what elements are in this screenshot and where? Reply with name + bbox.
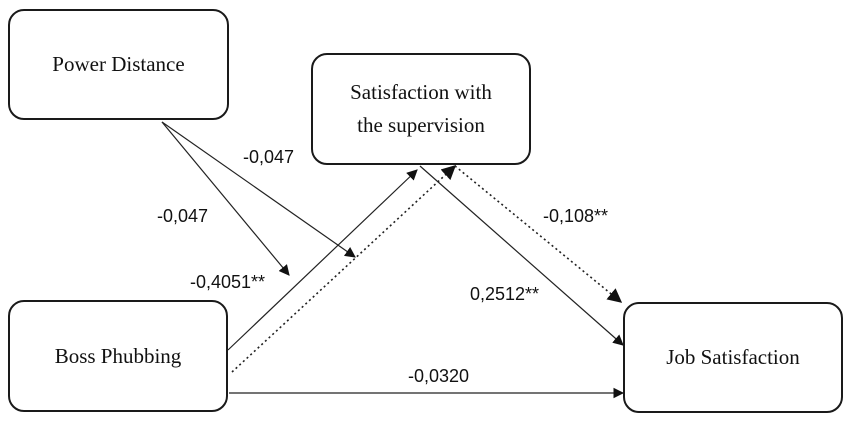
node-job-satisfaction-label: Job Satisfaction [666, 345, 800, 369]
node-power-distance: Power Distance [8, 9, 229, 120]
edge-satisfaction-to-js-dotted [454, 165, 623, 303]
edge-satisfaction-to-js [419, 165, 624, 346]
edge-label-satisfaction-to-js-dotted: -0,108** [543, 206, 609, 226]
node-power-distance-label: Power Distance [52, 52, 185, 76]
node-boss-phubbing-label: Boss Phubbing [54, 343, 182, 368]
edge-pd-to-bp-sat-path [161, 121, 290, 276]
node-boss-phubbing: Boss Phubbing [8, 300, 228, 412]
edge-label-bp-to-satisfaction: -0,4051** [190, 272, 266, 292]
edge-pd-to-indirect-path [161, 121, 356, 258]
edge-label-pd-lower: -0,047 [157, 206, 209, 226]
node-satisfaction-label-line2: the supervision [357, 113, 485, 137]
edge-label-satisfaction-to-js: 0,2512** [470, 284, 540, 304]
node-satisfaction-with-supervision: Satisfaction with the supervision [311, 53, 531, 165]
node-job-satisfaction: Job Satisfaction [623, 302, 843, 413]
edge-label-bp-to-js: -0,0320 [408, 366, 470, 386]
edge-bp-to-satisfaction [227, 169, 418, 351]
node-satisfaction-label-line1: Satisfaction with [350, 80, 492, 104]
edge-bp-to-satisfaction-dotted [231, 165, 457, 373]
edge-label-pd-upper: -0,047 [243, 147, 295, 167]
